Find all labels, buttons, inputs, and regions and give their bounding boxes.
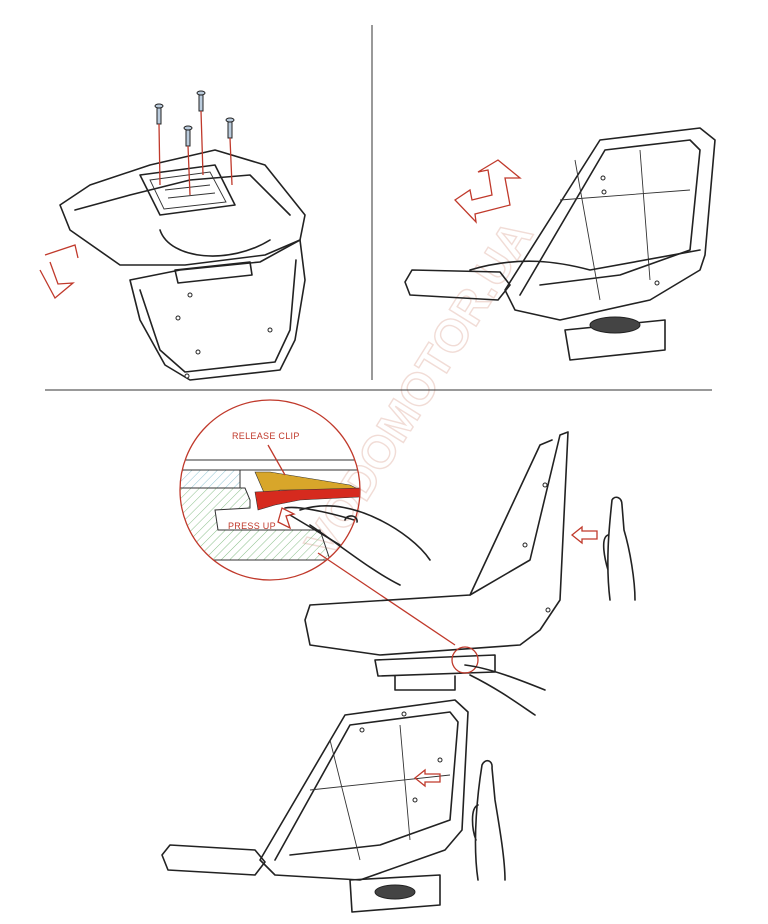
watermark: VODOMOTOR.UA	[294, 211, 542, 565]
screws	[154, 90, 235, 147]
down-arrow-icon	[39, 244, 79, 300]
hand-icon	[299, 505, 431, 586]
hand-icon-right	[602, 496, 636, 601]
push-left-arrow-icon	[570, 525, 598, 545]
hand-icon-bottom	[471, 759, 506, 881]
panel-slide-off-seat	[161, 699, 506, 913]
slide-arrow-icon	[413, 768, 441, 788]
panel-lift-seat	[404, 127, 716, 361]
panel-remove-screws	[39, 90, 306, 381]
press-up-label: PRESS UP	[228, 521, 276, 531]
magnified-callout: RELEASE CLIP PRESS UP	[179, 399, 456, 646]
fastener-dots	[175, 292, 273, 379]
lift-arrow-icon	[453, 159, 522, 224]
panel-release-clip: RELEASE CLIP PRESS UP	[179, 399, 636, 716]
release-clip-label: RELEASE CLIP	[232, 431, 300, 441]
